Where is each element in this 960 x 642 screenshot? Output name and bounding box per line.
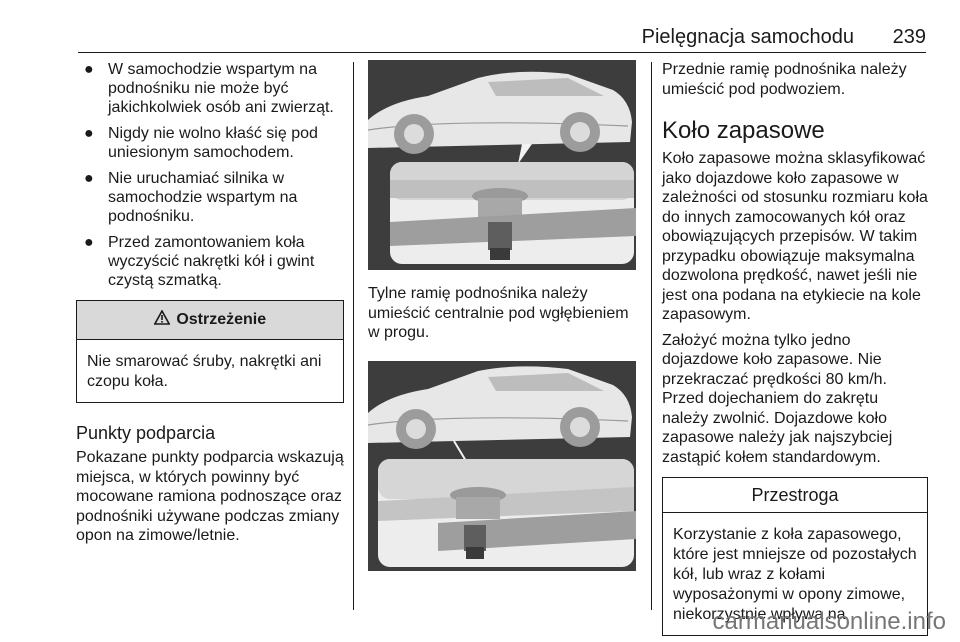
section-title: Pielęgnacja samochodu [641,26,854,48]
rear-jack-illustration [368,60,636,270]
page-header: Pielęgnacja samochodu 239 [78,22,926,53]
column-left: ●W samochodzie wspartym na podnośniku ni… [76,60,344,552]
spare-wheel-text: Koło zapasowe można sklasyfikować jako d… [662,150,928,323]
list-item: ●Nigdy nie wolno kłaść się pod uniesiony… [84,125,318,161]
column-divider [651,62,652,610]
column-right: Przednie ramię podnośnika należy umieści… [662,60,928,636]
spare-wheel-heading: Koło zapasowe [662,117,825,144]
warning-triangle-icon [153,309,174,328]
list-item: ●Nie uruchamiać silnika w samochodzie ws… [84,170,298,225]
caution-box: Przestroga Korzystanie z koła zapasowego… [662,477,928,636]
spare-wheel-speed-text: Założyć można tylko jedno dojazdowe koło… [662,331,893,466]
warning-header: Ostrzeżenie [77,301,343,340]
column-divider [353,62,354,610]
list-item: ●Przed zamontowaniem koła wyczyścić nakr… [84,234,315,289]
warning-title: Ostrzeżenie [176,311,267,328]
watermark: carmanualsonline.info [712,608,946,635]
jacking-points-text: Pokazane punkty podparcia wskazują miejs… [76,449,344,544]
column-middle: Tylne ramię podnośnika należy umieścić c… [368,60,636,571]
rear-jack-caption: Tylne ramię podnośnika należy umieścić c… [368,285,629,341]
warning-text: Nie smarować śruby, nakrętki ani czopu k… [87,353,322,390]
page-number: 239 [892,26,926,48]
list-item: ●W samochodzie wspartym na podnośniku ni… [84,61,334,116]
warning-box: Ostrzeżenie Nie smarować śruby, nakrętki… [76,300,344,403]
jacking-points-heading: Punkty podparcia [76,423,216,443]
caution-text: Korzystanie z koła zapasowego, które jes… [673,526,917,623]
caution-header: Przestroga [663,478,927,513]
safety-bullet-list: ●W samochodzie wspartym na podnośniku ni… [76,60,344,290]
front-jack-text: Przednie ramię podnośnika należy umieści… [662,61,907,98]
front-jack-illustration [368,360,636,571]
